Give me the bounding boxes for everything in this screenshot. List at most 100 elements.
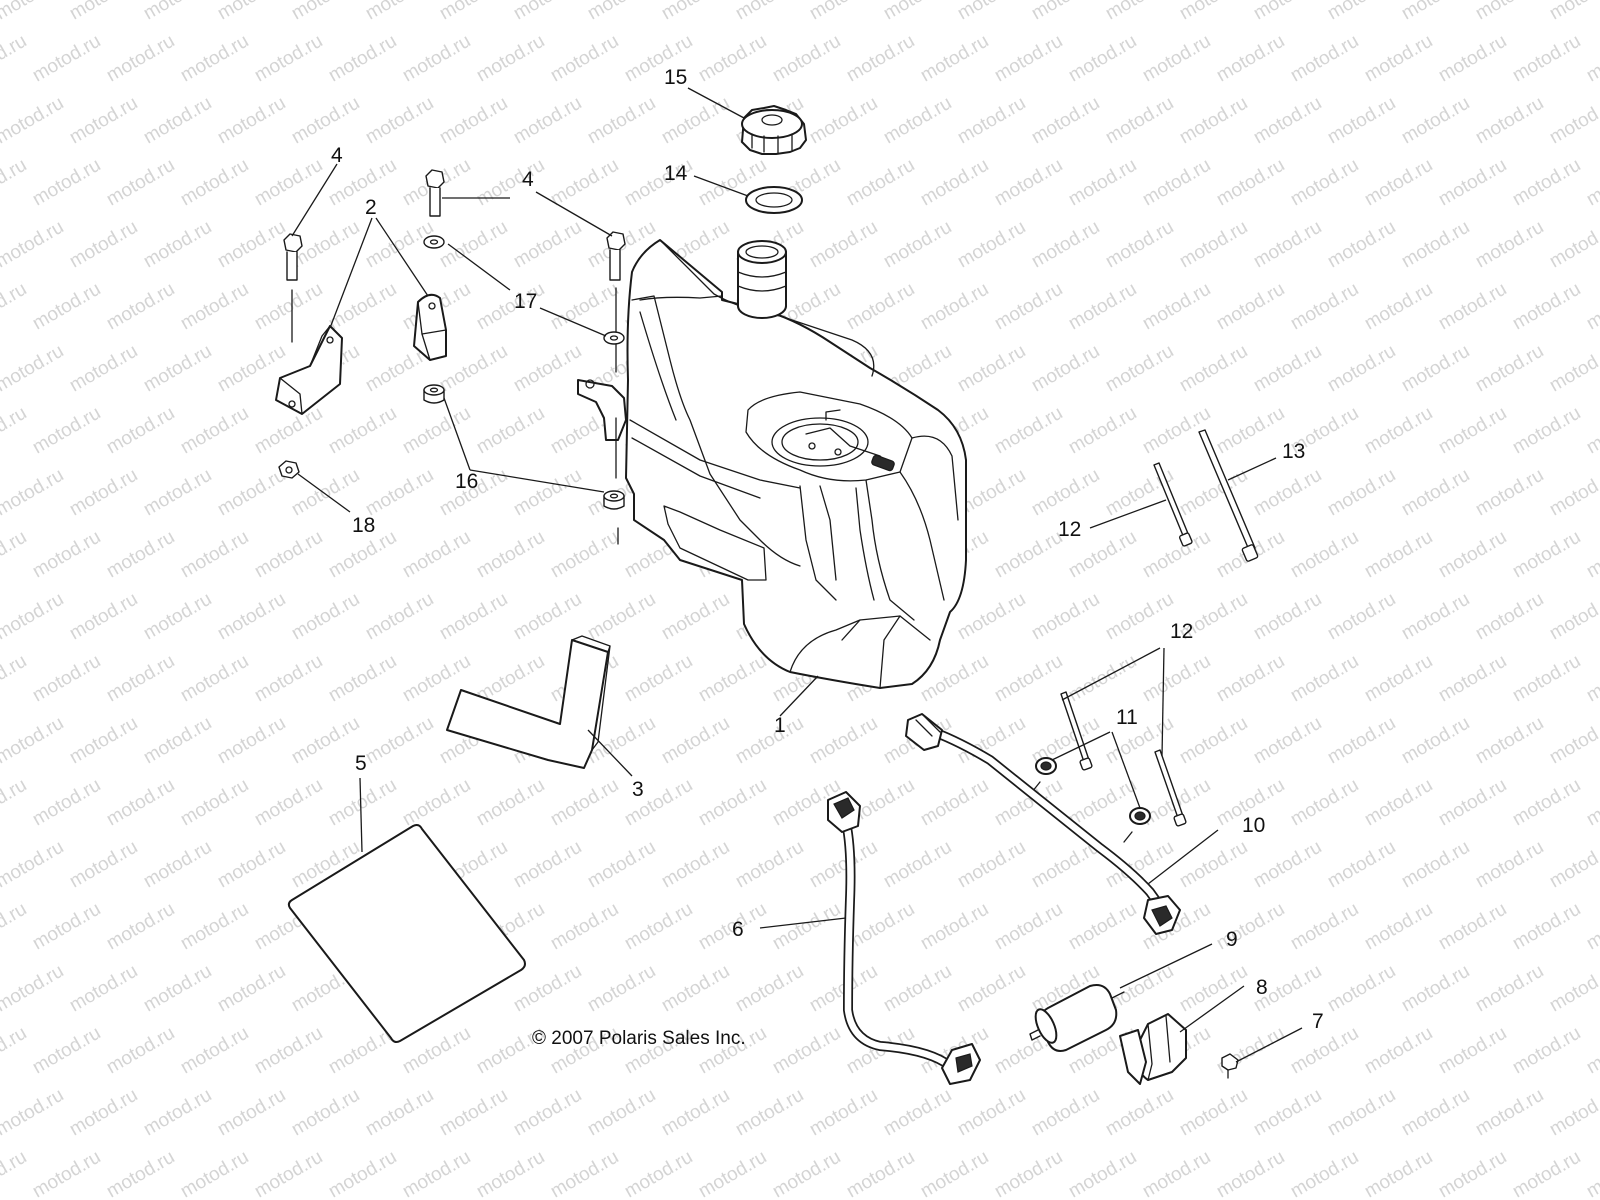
callout-17: 17	[514, 290, 537, 313]
watermark-text: motod.ru	[103, 155, 178, 211]
watermark-text: motod.ru	[214, 713, 289, 769]
watermark-text: motod.ru	[103, 527, 178, 583]
part-12-cable-tie-upper	[1153, 462, 1193, 547]
watermark-text: motod.ru	[251, 31, 326, 87]
watermark-text: motod.ru	[1324, 837, 1399, 893]
watermark-text: motod.ru	[1028, 589, 1103, 645]
watermark-text: motod.ru	[1435, 279, 1510, 335]
watermark-text: motod.ru	[658, 93, 733, 149]
watermark-text: motod.ru	[1361, 527, 1436, 583]
watermark-text: motod.ru	[1509, 155, 1584, 211]
callout-12-upper: 12	[1058, 518, 1081, 541]
watermark-text: motod.ru	[103, 31, 178, 87]
watermark-text: motod.ru	[1324, 465, 1399, 521]
watermark-text: motod.ru	[806, 837, 881, 893]
part-9-fuel-filter	[1029, 984, 1125, 1052]
part-2-bracket-right	[413, 293, 447, 361]
watermark-text: motod.ru	[1472, 837, 1547, 893]
watermark-text: motod.ru	[214, 217, 289, 273]
watermark-text: motod.ru	[1398, 93, 1473, 149]
callout-8: 8	[1256, 976, 1268, 999]
watermark-text: motod.ru	[1213, 899, 1288, 955]
watermark-text: motod.ru	[806, 93, 881, 149]
watermark-text: motod.ru	[991, 1147, 1066, 1200]
watermark-text: motod.ru	[769, 1023, 844, 1079]
part-12-cable-tie-lower	[1154, 749, 1187, 827]
watermark-text: motod.ru	[214, 961, 289, 1017]
watermark-text: motod.ru	[1546, 93, 1600, 149]
watermark-text: motod.ru	[473, 155, 548, 211]
watermark-text: motod.ru	[177, 403, 252, 459]
watermark-text: motod.ru	[1361, 899, 1436, 955]
watermark-text: motod.ru	[1398, 713, 1473, 769]
watermark-text: motod.ru	[1065, 31, 1140, 87]
watermark-text: motod.ru	[1287, 775, 1362, 831]
callout-18: 18	[352, 514, 375, 537]
watermark-text: motod.ru	[917, 31, 992, 87]
watermark-text: motod.ru	[1065, 1147, 1140, 1200]
watermark-text: motod.ru	[1509, 279, 1584, 335]
watermark-text: motod.ru	[991, 899, 1066, 955]
watermark-text: motod.ru	[1176, 837, 1251, 893]
watermark-text: motod.ru	[399, 1147, 474, 1200]
watermark-text: motod.ru	[732, 0, 807, 24]
watermark-text: motod.ru	[1102, 713, 1177, 769]
watermark-text: motod.ru	[584, 961, 659, 1017]
watermark-text: motod.ru	[621, 1147, 696, 1200]
watermark-text: motod.ru	[1546, 341, 1600, 397]
watermark-text: motod.ru	[1435, 1147, 1510, 1200]
watermark-text: motod.ru	[1546, 713, 1600, 769]
watermark-text: motod.ru	[0, 93, 67, 149]
watermark-text: motod.ru	[103, 403, 178, 459]
watermark-text: motod.ru	[621, 651, 696, 707]
watermark-text: motod.ru	[251, 155, 326, 211]
watermark-text: motod.ru	[0, 527, 30, 583]
watermark-text: motod.ru	[1472, 713, 1547, 769]
watermark-text: motod.ru	[1250, 0, 1325, 24]
watermark-text: motod.ru	[658, 1085, 733, 1141]
watermark-text: motod.ru	[325, 31, 400, 87]
watermark-text: motod.ru	[954, 837, 1029, 893]
watermark-text: motod.ru	[584, 589, 659, 645]
watermark-text: motod.ru	[473, 403, 548, 459]
callout-1: 1	[774, 714, 786, 737]
watermark-text: motod.ru	[1472, 589, 1547, 645]
watermark-text: motod.ru	[658, 961, 733, 1017]
watermark-text: motod.ru	[1287, 1147, 1362, 1200]
watermark-text: motod.ru	[1361, 403, 1436, 459]
watermark-text: motod.ru	[0, 589, 67, 645]
watermark-text: motod.ru	[1102, 93, 1177, 149]
watermark-text: motod.ru	[1213, 1023, 1288, 1079]
callout-7: 7	[1312, 1010, 1324, 1033]
watermark-text: motod.ru	[843, 279, 918, 335]
watermark-text: motod.ru	[1583, 527, 1600, 583]
watermark-text: motod.ru	[1139, 31, 1214, 87]
watermark-text: motod.ru	[732, 713, 807, 769]
watermark-text: motod.ru	[1139, 279, 1214, 335]
watermark-text: motod.ru	[1583, 899, 1600, 955]
watermark-text: motod.ru	[1213, 1147, 1288, 1200]
watermark-text: motod.ru	[1435, 775, 1510, 831]
watermark-text: motod.ru	[177, 527, 252, 583]
watermark-text: motod.ru	[1028, 465, 1103, 521]
watermark-text: motod.ru	[473, 527, 548, 583]
watermark-text: motod.ru	[0, 0, 67, 24]
watermark-text: motod.ru	[843, 1147, 918, 1200]
watermark-text: motod.ru	[177, 775, 252, 831]
watermark-text: motod.ru	[732, 1085, 807, 1141]
watermark-text: motod.ru	[1139, 527, 1214, 583]
watermark-text: motod.ru	[954, 961, 1029, 1017]
watermark-text: motod.ru	[29, 1147, 104, 1200]
watermark-text: motod.ru	[66, 0, 141, 24]
watermark-text: motod.ru	[140, 93, 215, 149]
watermark-text: motod.ru	[1472, 217, 1547, 273]
watermark-text: motod.ru	[399, 31, 474, 87]
watermark-text: motod.ru	[1361, 775, 1436, 831]
watermark-text: motod.ru	[1546, 217, 1600, 273]
watermark-text: motod.ru	[1102, 589, 1177, 645]
watermark-text: motod.ru	[1361, 31, 1436, 87]
watermark-text: motod.ru	[1361, 651, 1436, 707]
watermark-text: motod.ru	[1139, 651, 1214, 707]
watermark-text: motod.ru	[584, 93, 659, 149]
